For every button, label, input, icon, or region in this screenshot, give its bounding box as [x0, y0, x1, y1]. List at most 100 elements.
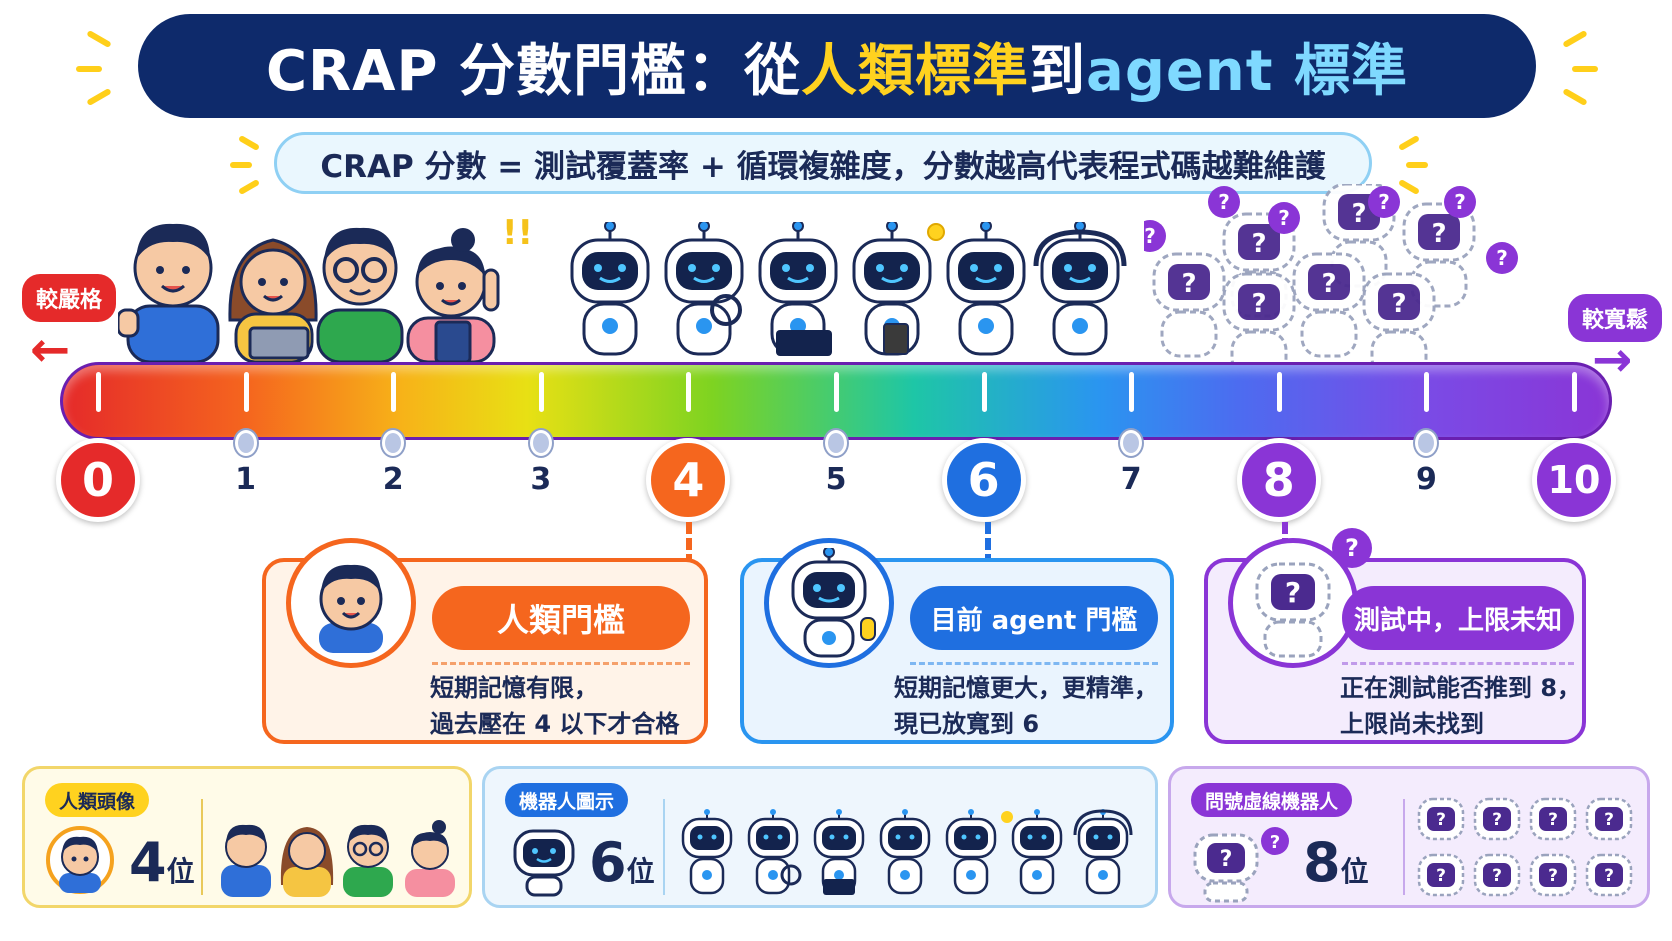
- boy-thumbs-up-icon: [118, 223, 220, 362]
- dashed-question-robot-small-icon: ? ?: [1193, 827, 1289, 903]
- tick-label-1: 1: [235, 462, 257, 497]
- agent-desc-line1: 短期記憶更大，更精準，: [894, 674, 1158, 702]
- sparkle-right-small-icon: [1386, 134, 1446, 196]
- legend-human-count-unit: 位: [166, 855, 195, 888]
- four-humans-icon: [221, 820, 455, 897]
- agent-threshold-desc: 短期記憶更大，更精準， 現已放寬到 6: [894, 670, 1158, 742]
- tick-line-4: [686, 372, 692, 412]
- svg-text:?: ?: [1378, 190, 1390, 214]
- human-threshold-pill: 人類門檻: [432, 586, 690, 650]
- boy-avatar-icon: [286, 538, 416, 668]
- legend-dashed-count-value: 8: [1303, 831, 1341, 894]
- boy-avatar-small-icon: [46, 826, 114, 894]
- tick-dot-3: [529, 430, 552, 456]
- sparkle-left-small-icon: [226, 134, 286, 196]
- agent-card-divider: [910, 662, 1158, 665]
- svg-text:?: ?: [1181, 269, 1196, 299]
- svg-text:?: ?: [1278, 206, 1290, 230]
- title-banner: CRAP 分數門檻：從 人類標準 到 agent 標準: [138, 14, 1536, 118]
- girl-tablet-icon: !!: [406, 213, 533, 362]
- tick-line-2: [391, 372, 397, 412]
- tick-line-8: [1276, 372, 1282, 412]
- robot-thumbs-up-icon: [764, 538, 894, 668]
- svg-text:?: ?: [1285, 576, 1301, 609]
- legend-robot-tag: 機器人圖示: [505, 783, 629, 817]
- arrow-left-icon: ←: [30, 322, 71, 378]
- tick-dot-7: [1120, 430, 1143, 456]
- tick-label-5: 5: [825, 462, 847, 497]
- svg-text:?: ?: [1218, 190, 1230, 214]
- legend-robot-count-value: 6: [589, 831, 627, 894]
- human-threshold-card: 人類門檻 短期記憶有限， 過去壓在 4 以下才合格: [262, 538, 708, 744]
- title-part4: agent 標準: [1086, 38, 1409, 104]
- legend-human-count: 4位: [129, 831, 195, 894]
- tick-dot-9: [1415, 430, 1438, 456]
- svg-text:?: ?: [1454, 190, 1466, 214]
- legend-human-separator: [201, 799, 203, 895]
- stricter-label: 較嚴格: [22, 274, 117, 322]
- tick-marker-8: 8: [1236, 438, 1321, 522]
- subtitle-formula: CRAP 分數 = 測試覆蓋率 + 循環複雜度，分數越高代表程式碼越難維護: [274, 132, 1372, 194]
- testing-desc-line1: 正在測試能否推到 8，: [1340, 674, 1582, 702]
- testing-card-divider: [1342, 662, 1574, 665]
- tick-label-3: 3: [530, 462, 552, 497]
- legend-dashed-count-unit: 位: [1340, 855, 1369, 888]
- svg-text:?: ?: [1345, 534, 1359, 562]
- svg-text:?: ?: [1270, 832, 1280, 853]
- legend-dashed-count: 8位: [1303, 831, 1369, 894]
- tick-marker-0: 0: [56, 438, 140, 522]
- question-robots-icon: ? ??????: [1144, 184, 1518, 362]
- title-part2: 人類標準: [801, 38, 1030, 104]
- agent-threshold-card: 目前 agent 門檻 短期記憶更大，更精準， 現已放寬到 6: [740, 538, 1174, 744]
- seven-robots-icon: [681, 809, 1133, 895]
- tick-dot-5: [825, 430, 847, 456]
- svg-text:?: ?: [1220, 847, 1233, 872]
- tick-marker-10: 10: [1532, 438, 1616, 522]
- girl-laptop-icon: [228, 238, 318, 362]
- svg-text:!!: !!: [502, 213, 533, 253]
- legend-human-count-value: 4: [129, 831, 167, 894]
- sparkle-left-icon: [72, 29, 132, 107]
- robot-small-icon: [513, 829, 575, 897]
- tick-label-9: 9: [1415, 462, 1437, 497]
- tick-dot-2: [382, 430, 405, 456]
- human-desc-line2: 過去壓在 4 以下才合格: [430, 710, 680, 738]
- legend-human-tag: 人類頭像: [45, 783, 150, 817]
- tick-line-7: [1129, 372, 1135, 412]
- human-card-divider: [432, 662, 690, 665]
- svg-text:?: ?: [1496, 246, 1508, 270]
- human-threshold-desc: 短期記憶有限， 過去壓在 4 以下才合格: [430, 670, 679, 742]
- tick-label-7: 7: [1120, 462, 1142, 497]
- question-bubble-icon: ?: [1332, 528, 1372, 568]
- testing-desc-line2: 上限尚未找到: [1340, 710, 1484, 738]
- legend-robot-separator: [663, 799, 665, 895]
- agent-robots-icon: [570, 222, 1127, 356]
- legend-robot: 機器人圖示 6位: [482, 766, 1158, 908]
- legend-robot-count: 6位: [589, 831, 655, 894]
- human-desc-line1: 短期記憶有限，: [430, 674, 598, 702]
- legend-human: 人類頭像 4位: [22, 766, 472, 908]
- tick-line-6: [981, 372, 987, 412]
- human-characters-icon: !!: [118, 213, 533, 362]
- legend-dashed-separator: [1403, 799, 1405, 895]
- boy-glasses-icon: [316, 227, 404, 362]
- agent-threshold-pill: 目前 agent 門檻: [910, 586, 1158, 650]
- tick-marker-4: 4: [646, 438, 731, 522]
- tick-marker-6: 6: [941, 438, 1026, 522]
- testing-threshold-desc: 正在測試能否推到 8， 上限尚未找到: [1340, 670, 1581, 742]
- looser-label: 較寬鬆: [1568, 294, 1663, 342]
- tick-line-0: [96, 372, 101, 412]
- tick-dot-1: [234, 430, 257, 456]
- svg-text:?: ?: [1436, 810, 1446, 830]
- agent-desc-line2: 現已放寬到 6: [894, 710, 1040, 738]
- tick-line-1: [243, 372, 249, 412]
- title-part1: CRAP 分數門檻：從: [265, 38, 802, 104]
- svg-text:?: ?: [1144, 224, 1156, 248]
- tick-line-9: [1424, 372, 1430, 412]
- sparkle-right-icon: [1548, 29, 1608, 107]
- tick-line-5: [834, 372, 839, 412]
- tick-line-3: [538, 372, 544, 412]
- human-threshold-connector: [686, 522, 692, 566]
- legend-dashed-tag: 問號虛線機器人: [1191, 783, 1353, 817]
- legend-dashed: 問號虛線機器人 ? ? 8位 ?: [1168, 766, 1650, 908]
